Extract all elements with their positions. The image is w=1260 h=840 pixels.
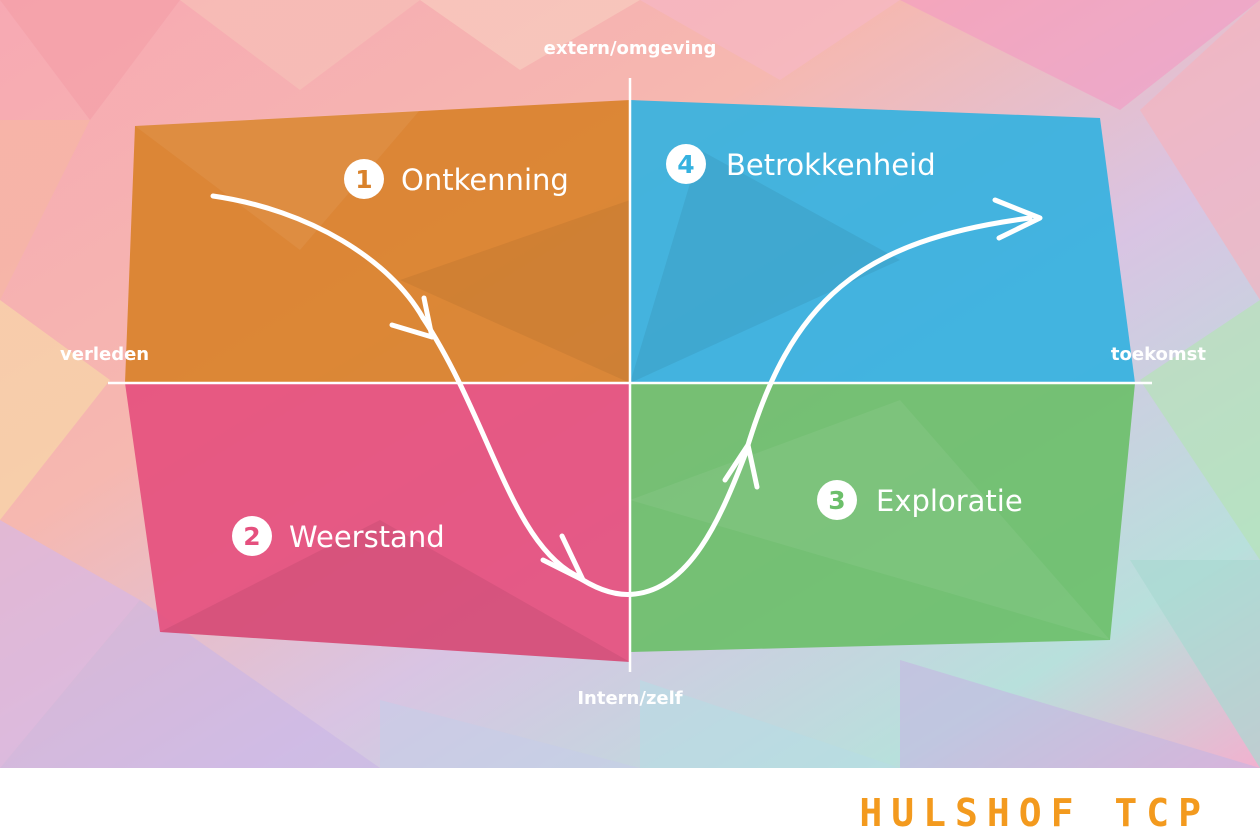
arrow-head-4 [992,197,1043,241]
axis-label-bottom: Intern/zelf [577,688,682,709]
stage-number-badge [817,480,857,520]
footer-band [0,768,1260,840]
stage-number-badge [666,144,706,184]
stage-number: 3 [828,486,845,515]
stage-number: 1 [355,165,372,194]
stage-label: Ontkenning [401,163,569,197]
quadrant-betrokkenheid [630,100,1135,383]
axis-label-top: extern/omgeving [544,38,717,59]
change-curve [210,193,1043,597]
quadrant-ontkenning [125,100,630,383]
axis-label-right: toekomst [1111,344,1207,365]
stage-label: Betrokkenheid [726,148,936,182]
stage-exploratie: 3 Exploratie [817,480,1023,520]
stage-weerstand: 2 Weerstand [232,516,445,556]
stage-betrokkenheid: 4 Betrokkenheid [666,144,936,184]
quadrant-exploratie [630,383,1135,652]
axis-label-left: verleden [60,344,149,365]
stage-number: 2 [243,522,260,551]
quadrants [125,100,1135,662]
company-logo: HULSHOF TCP [859,791,1210,835]
stage-number: 4 [677,150,694,179]
stage-label: Weerstand [289,520,445,554]
stage-label: Exploratie [876,484,1023,518]
stage-ontkenning: 1 Ontkenning [344,159,569,199]
quadrant-weerstand [125,383,630,662]
stage-number-badge [232,516,272,556]
stage-number-badge [344,159,384,199]
